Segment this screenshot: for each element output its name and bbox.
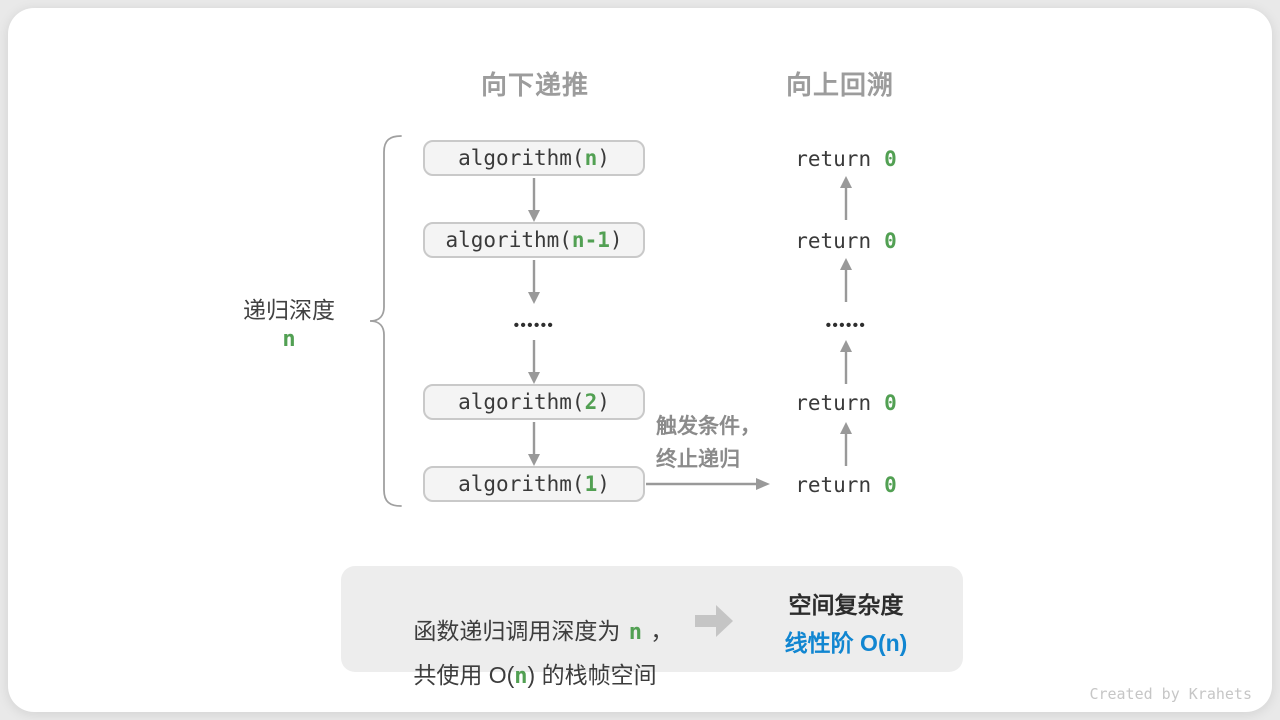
up-arrow-icon — [840, 340, 852, 384]
call-arg: 1 — [584, 472, 598, 496]
call-arg: n-1 — [571, 228, 610, 252]
trigger-condition-label: 触发条件， 终止递归 — [656, 410, 761, 476]
return-row: return 0 — [766, 391, 926, 415]
call-box-n-1: algorithm(n-1) — [423, 222, 645, 258]
return-value: 0 — [884, 391, 897, 415]
call-box-1: algorithm(1) — [423, 466, 645, 502]
return-row: return 0 — [766, 147, 926, 171]
return-value: 0 — [884, 473, 897, 497]
call-box-2: algorithm(2) — [423, 384, 645, 420]
return-keyword: return — [795, 473, 872, 497]
return-row: return 0 — [766, 229, 926, 253]
credit-text: Created by Krahets — [1089, 685, 1252, 703]
ellipsis-down-column: •••••• — [513, 317, 555, 334]
down-arrow-icon — [528, 422, 540, 466]
summary-line2-var: n — [514, 664, 528, 689]
call-arg: n — [584, 146, 598, 170]
recursion-depth-brace — [369, 135, 402, 507]
summary-line2-post: ) 的栈帧空间 — [527, 662, 657, 688]
return-keyword: return — [795, 147, 872, 171]
summary-line1-var: n — [628, 620, 642, 645]
return-row: return 0 — [766, 473, 926, 497]
return-value: 0 — [884, 229, 897, 253]
summary-box — [341, 566, 963, 672]
call-prefix: algorithm( — [458, 390, 585, 414]
space-complexity-title: 空间复杂度 — [788, 592, 904, 618]
header-backtrack-up: 向上回溯 — [785, 70, 894, 100]
implies-arrow-icon — [695, 605, 733, 637]
trigger-line2: 终止递归 — [656, 448, 740, 471]
call-suffix: ) — [609, 228, 623, 252]
trigger-line1: 触发条件， — [656, 415, 761, 438]
up-arrow-icon — [840, 258, 852, 302]
space-complexity-value: 线性阶 O(n) — [784, 630, 908, 656]
figure-card: 向下递推 向上回溯 递归深度 n algorithm(n) algorithm(… — [8, 8, 1272, 712]
recursion-depth-value: n — [282, 327, 296, 352]
summary-line1-post: ， — [650, 618, 674, 644]
down-arrow-icon — [528, 260, 540, 304]
up-arrow-icon — [840, 422, 852, 466]
summary-line1: 函数递归调用深度为 n ， — [375, 585, 673, 673]
down-arrow-icon — [528, 340, 540, 384]
summary-line2: 共使用 O(n) 的栈帧空间 — [375, 629, 657, 717]
call-suffix: ) — [597, 146, 610, 170]
up-arrow-icon — [840, 176, 852, 220]
terminate-arrow-icon — [646, 478, 770, 490]
call-prefix: algorithm( — [445, 228, 572, 252]
down-arrow-icon — [528, 178, 540, 222]
return-keyword: return — [795, 391, 872, 415]
summary-line1-pre: 函数递归调用深度为 — [413, 618, 621, 644]
recursion-depth-label: 递归深度 — [243, 297, 335, 323]
call-prefix: algorithm( — [458, 146, 585, 170]
call-box-n: algorithm(n) — [423, 140, 645, 176]
call-arg: 2 — [584, 390, 598, 414]
call-prefix: algorithm( — [458, 472, 585, 496]
summary-line2-pre: 共使用 O( — [413, 662, 515, 688]
return-value: 0 — [884, 147, 897, 171]
return-keyword: return — [795, 229, 872, 253]
call-suffix: ) — [597, 390, 610, 414]
ellipsis-up-column: •••••• — [825, 317, 867, 334]
header-recurse-down: 向下递推 — [480, 70, 589, 100]
call-suffix: ) — [597, 472, 610, 496]
